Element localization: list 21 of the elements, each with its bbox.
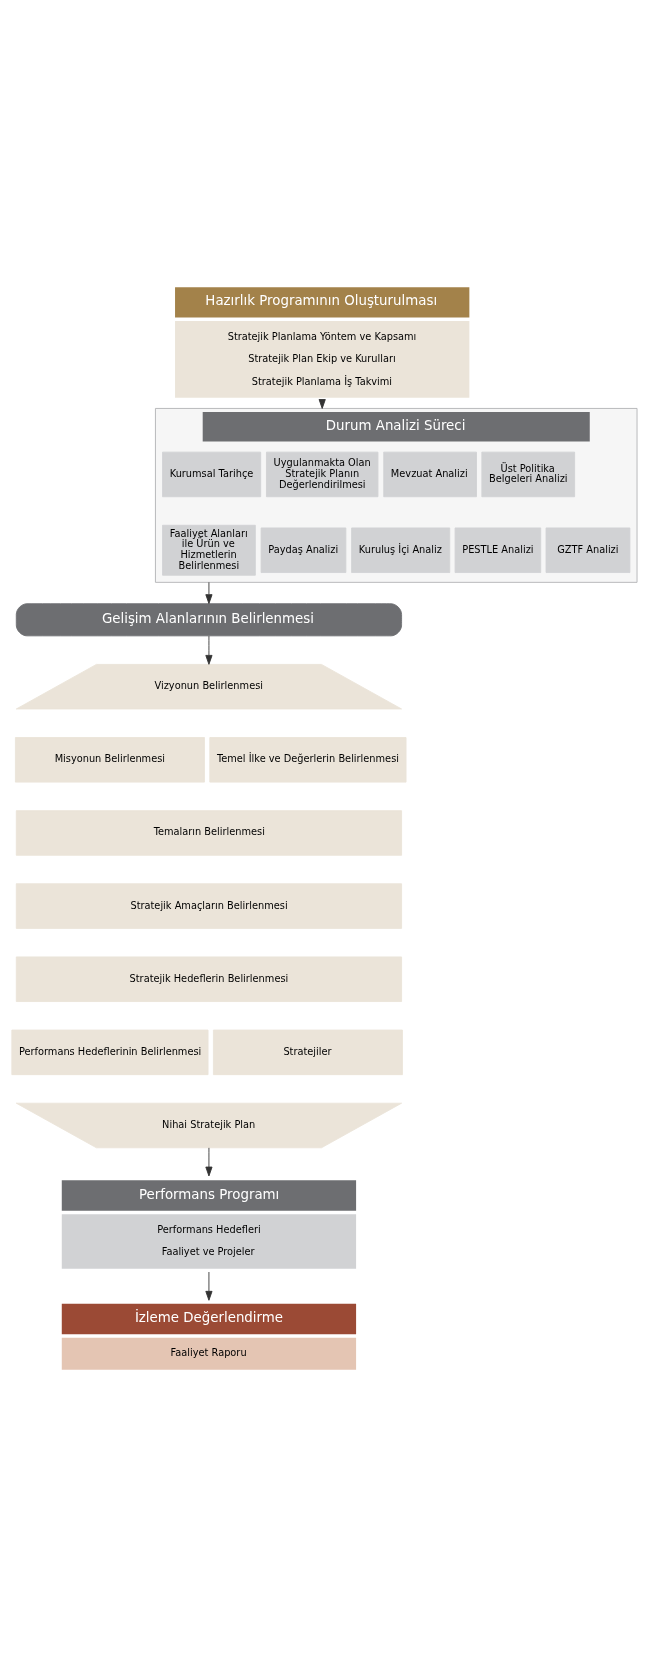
node-box: Uygulanmakta Olan Stratejik Planın Değerlendirilmesi	[266, 451, 379, 498]
node-box: Temaların Belirlenmesi	[15, 810, 403, 856]
arrow	[205, 581, 213, 604]
node-box: Stratejik Hedeflerin Belirlenmesi	[15, 956, 403, 1002]
node-box: Stratejik Amaçların Belirlenmesi	[15, 883, 403, 929]
node-box: Faaliyet Alanları ile Ürün ve Hizmetlerin Belirlenmesi	[162, 524, 256, 576]
node-box: GZTF Analizi	[545, 527, 631, 573]
arrow	[205, 1271, 213, 1301]
node-box: PESTLE Analizi	[454, 527, 542, 573]
node-box: Misyonun Belirlenmesi	[14, 737, 205, 783]
node-box: Kuruluş İçi Analiz	[351, 527, 451, 573]
node-box: Temel İlke ve Değerlerin Belirlenmesi	[209, 737, 407, 783]
node-box: Performans Hedeflerinin Belirlenmesi	[11, 1029, 209, 1076]
arrow	[205, 635, 213, 665]
node-box: Kurumsal Tarihçe	[162, 451, 262, 498]
node-box: Üst Politika Belgeleri Analizi	[481, 451, 576, 498]
arrow	[205, 1147, 213, 1177]
node-box: Gelişim Alanlarının Belirlenmesi	[15, 603, 403, 637]
node-box: Paydaş Analizi	[260, 527, 347, 573]
node-box: Stratejiler	[212, 1029, 403, 1076]
node-box: Mevzuat Analizi	[383, 451, 477, 498]
